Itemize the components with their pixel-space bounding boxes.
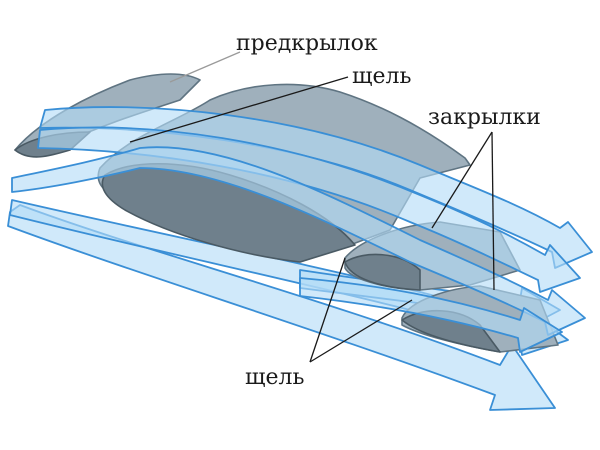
upper-airflow [11, 106, 593, 353]
label-slat: предкрылок [236, 31, 378, 56]
leader-flap-second [491, 131, 495, 291]
label-flaps: закрылки [428, 105, 541, 130]
flap-first-underside [344, 253, 421, 291]
leader-lines [129, 51, 495, 363]
leader-flap-first [431, 131, 493, 229]
label-slot-bottom: щель [245, 365, 304, 390]
leader-slat [169, 51, 241, 83]
labels: предкрылок щель закрылки щель [236, 31, 541, 390]
leader-slot-top [129, 76, 349, 143]
leader-slot-bottom-left [309, 257, 346, 363]
flow-arrow-flap-gap [299, 277, 563, 353]
label-slot-top: щель [352, 64, 411, 89]
leader-slot-bottom-right [309, 299, 413, 363]
